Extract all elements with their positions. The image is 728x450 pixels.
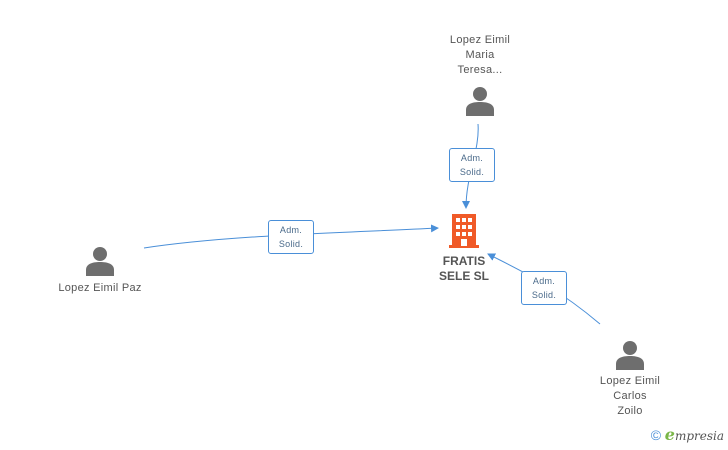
copyright-symbol: © [650, 427, 662, 443]
person-name-line: Maria [465, 49, 495, 61]
person-name-line: Carlos [613, 390, 647, 402]
company-name-line2: SELE SL [438, 269, 489, 283]
person-icon [86, 247, 114, 276]
edge-label-left[interactable]: Adm. Solid. [268, 220, 314, 254]
edge-label-line1: Adm. [460, 153, 484, 163]
building-icon [449, 214, 479, 248]
person-name-line: Lopez Eimil [599, 375, 661, 387]
edge-label-line2: Solid. [531, 290, 557, 300]
person-name-line: Teresa... [457, 64, 503, 76]
brand-rest: mpresia [674, 429, 724, 443]
edge-label-line1: Adm. [279, 225, 303, 235]
edge-label-line2: Solid. [459, 167, 485, 177]
person-icon [466, 87, 494, 116]
person-name-line: Lopez Eimil Paz [58, 282, 142, 294]
edge-label-top[interactable]: Adm. Solid. [449, 148, 495, 182]
person-node-top[interactable]: Lopez Eimil Maria Teresa... [428, 33, 532, 116]
person-icon [616, 341, 644, 370]
brand-initial: e [664, 425, 675, 444]
edge-label-line1: Adm. [532, 276, 556, 286]
company-node[interactable]: FRATIS SELE SL [424, 214, 504, 284]
edge-label-bottom[interactable]: Adm. Solid. [521, 271, 567, 305]
brand-logo: empresia [665, 425, 724, 444]
empresia-watermark: © empresia [651, 425, 724, 444]
person-name-line: Lopez Eimil [449, 34, 511, 46]
person-name-line: Zoilo [617, 405, 643, 417]
person-node-left[interactable]: Lopez Eimil Paz [38, 246, 162, 296]
person-node-bottom[interactable]: Lopez Eimil Carlos Zoilo [578, 340, 682, 419]
company-name-line1: FRATIS [442, 254, 486, 268]
edge-label-line2: Solid. [278, 239, 304, 249]
